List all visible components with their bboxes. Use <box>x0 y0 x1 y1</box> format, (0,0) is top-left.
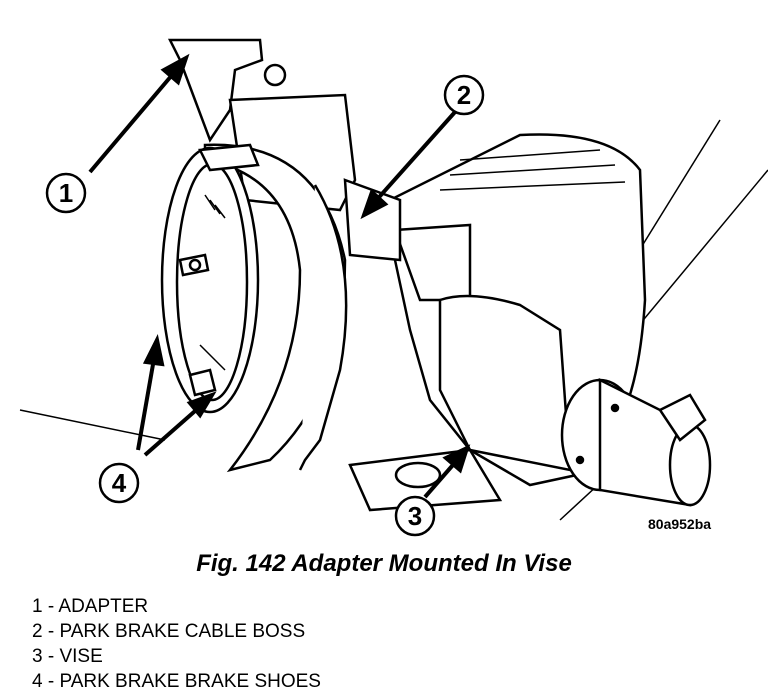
arrow-4a-head <box>142 333 165 367</box>
arrow-3-head <box>442 444 471 474</box>
arrow-4b <box>143 402 205 457</box>
legend-list: 1 - ADAPTER 2 - PARK BRAKE CABLE BOSS 3 … <box>32 594 321 694</box>
vise-handle <box>560 377 712 507</box>
callout-3: 3 <box>394 495 436 537</box>
legend-item: 2 - PARK BRAKE CABLE BOSS <box>32 621 306 642</box>
arrow-1-head <box>160 53 190 86</box>
brake-rotor <box>203 143 348 473</box>
brake-adapter-illustration: 1 2 3 4 <box>19 38 768 537</box>
callout-1-number: 1 <box>59 178 73 208</box>
figure-caption: Fig. 142 Adapter Mounted In Vise <box>196 550 572 577</box>
backing-plate <box>160 143 260 414</box>
callout-4-number: 4 <box>112 468 127 498</box>
arrow-4b-head <box>186 391 217 419</box>
legend-item: 1 - ADAPTER <box>32 596 149 617</box>
arrow-4a <box>136 352 157 451</box>
callout-4: 4 <box>98 462 140 504</box>
callout-3-number: 3 <box>408 501 422 531</box>
callout-1: 1 <box>45 172 87 214</box>
callout-2-number: 2 <box>457 80 471 110</box>
arrow-2 <box>371 110 457 206</box>
arrow-2-head <box>360 188 389 220</box>
callout-2: 2 <box>443 74 485 116</box>
arrow-1 <box>88 66 180 174</box>
legend-item: 3 - VISE <box>32 646 103 667</box>
figure-code: 80a952ba <box>648 516 712 532</box>
legend-item: 4 - PARK BRAKE BRAKE SHOES <box>32 671 321 692</box>
callout-arrows <box>88 53 471 499</box>
